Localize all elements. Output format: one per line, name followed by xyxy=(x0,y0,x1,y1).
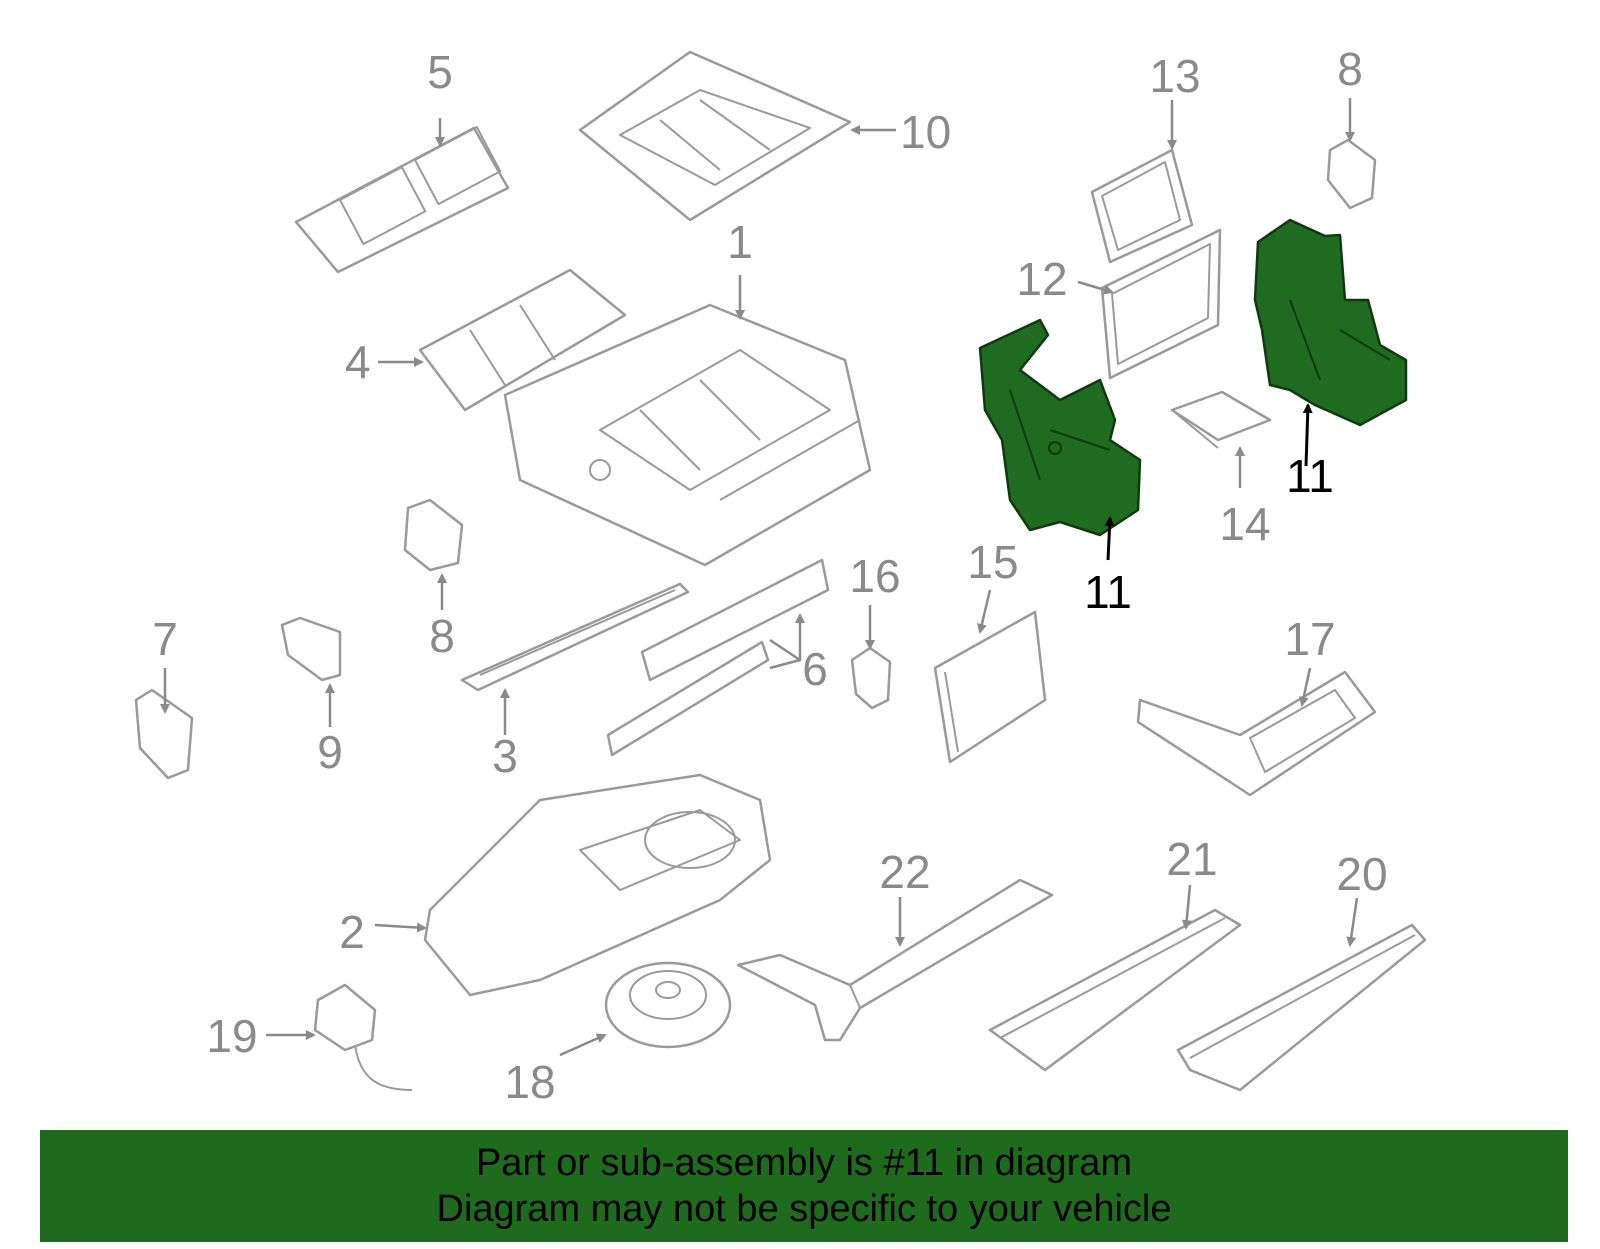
callout-21: 21 xyxy=(1166,833,1217,885)
callout-15: 15 xyxy=(967,536,1018,588)
part-8-actuator-left xyxy=(403,498,464,572)
part-21-duct xyxy=(988,908,1242,1072)
callout-9: 9 xyxy=(317,726,343,778)
part-1-hvac-case xyxy=(503,303,872,567)
callout-20: 20 xyxy=(1336,848,1387,900)
callout-19: 19 xyxy=(206,1010,257,1062)
part-9-module xyxy=(280,616,342,682)
banner-line-1: Part or sub-assembly is #11 in diagram xyxy=(475,1142,1133,1184)
part-18-blower-motor xyxy=(604,961,732,1049)
banner-line-2: Diagram may not be specific to your vehi… xyxy=(436,1188,1172,1230)
callout-4: 4 xyxy=(345,336,371,388)
callout-3: 3 xyxy=(492,730,518,782)
callout-18: 18 xyxy=(504,1056,555,1108)
callout-12: 12 xyxy=(1016,253,1067,305)
callout-7: 7 xyxy=(152,613,178,665)
callout-14: 14 xyxy=(1219,498,1270,550)
callout-2: 2 xyxy=(339,906,365,958)
callout-1: 1 xyxy=(727,216,753,268)
part-16-valve xyxy=(850,646,892,710)
callout-5: 5 xyxy=(427,46,453,98)
part-7-actuator xyxy=(134,688,194,780)
part-14-filter-element xyxy=(1170,390,1272,449)
part-11-duct-left xyxy=(978,318,1142,537)
part-10-upper-housing xyxy=(578,50,852,222)
callout-10: 10 xyxy=(900,106,951,158)
part-12-filter xyxy=(1100,228,1222,380)
leader-lines xyxy=(160,98,1359,1057)
part-4-filter xyxy=(418,268,627,412)
callout-16: 16 xyxy=(849,550,900,602)
callout-11-left: 11 xyxy=(1084,566,1132,618)
info-banner: Part or sub-assembly is #11 in diagram D… xyxy=(40,1130,1568,1242)
part-6-seals xyxy=(606,558,830,757)
part-19-resistor xyxy=(313,983,413,1091)
part-20-duct xyxy=(1176,923,1427,1092)
part-11-duct-right xyxy=(1253,218,1408,427)
callout-11-right: 11 xyxy=(1286,450,1334,502)
callout-8-left: 8 xyxy=(429,610,455,662)
part-17-heater-core xyxy=(1136,670,1377,797)
callout-8-right: 8 xyxy=(1337,43,1363,95)
callout-17: 17 xyxy=(1284,613,1335,665)
callout-6: 6 xyxy=(802,643,828,695)
callout-13: 13 xyxy=(1149,50,1200,102)
part-8-actuator-right xyxy=(1326,138,1377,210)
part-5-filter-screen xyxy=(294,126,510,274)
part-15-evaporator xyxy=(933,610,1047,764)
part-3-strip xyxy=(460,582,690,692)
part-2-lower-case xyxy=(423,773,772,997)
callout-labels: 5 10 1 4 8 3 6 7 9 16 15 17 13 12 14 8 1… xyxy=(152,43,1387,1108)
callout-22: 22 xyxy=(879,846,930,898)
part-22-duct xyxy=(736,878,1054,1042)
part-13-frame xyxy=(1090,148,1194,264)
